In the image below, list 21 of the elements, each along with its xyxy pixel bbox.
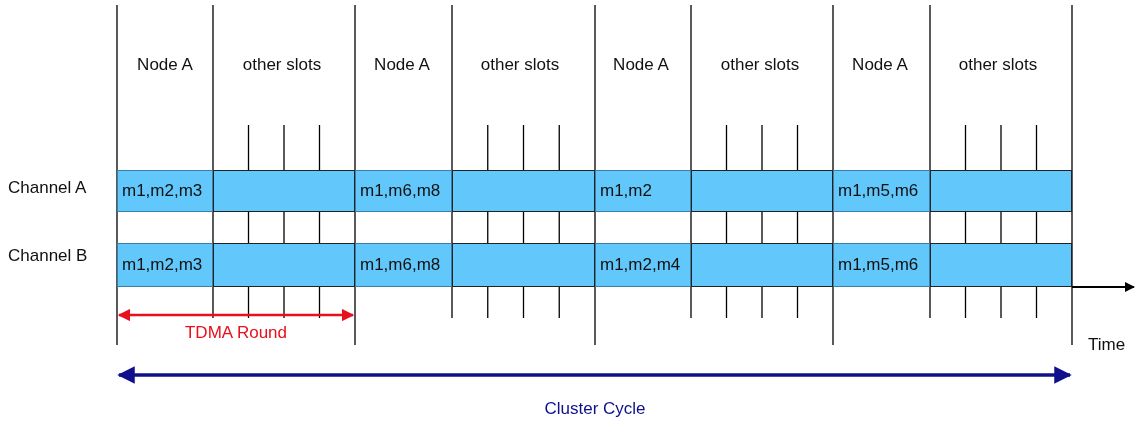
dimension-label: TDMA Round (185, 323, 287, 343)
slot-messages: m1,m5,m6 (837, 255, 919, 275)
slot-group-label: other slots (480, 55, 560, 75)
slot-messages: m1,m2,m3 (121, 181, 203, 201)
slot-group-label: other slots (958, 55, 1038, 75)
slot-messages: m1,m6,m8 (359, 255, 441, 275)
dimension-label: Cluster Cycle (544, 399, 646, 419)
slot-owner-label: Node A (852, 55, 908, 75)
slot-messages: m1,m2,m4 (599, 255, 681, 275)
slot-messages: m1,m2 (599, 181, 652, 201)
slot-messages: m1,m6,m8 (359, 181, 441, 201)
slot-group-label: other slots (720, 55, 800, 75)
slot-owner-label: Node A (374, 55, 430, 75)
channel-label: Channel B (8, 246, 88, 266)
slot-owner-label: Node A (613, 55, 669, 75)
slot-group-label: other slots (242, 55, 322, 75)
channel-label: Channel A (8, 178, 87, 198)
slot-messages: m1,m2,m3 (121, 255, 203, 275)
slot-owner-label: Node A (137, 55, 193, 75)
axis-label: Time (1088, 335, 1126, 355)
slot-messages: m1,m5,m6 (837, 181, 919, 201)
